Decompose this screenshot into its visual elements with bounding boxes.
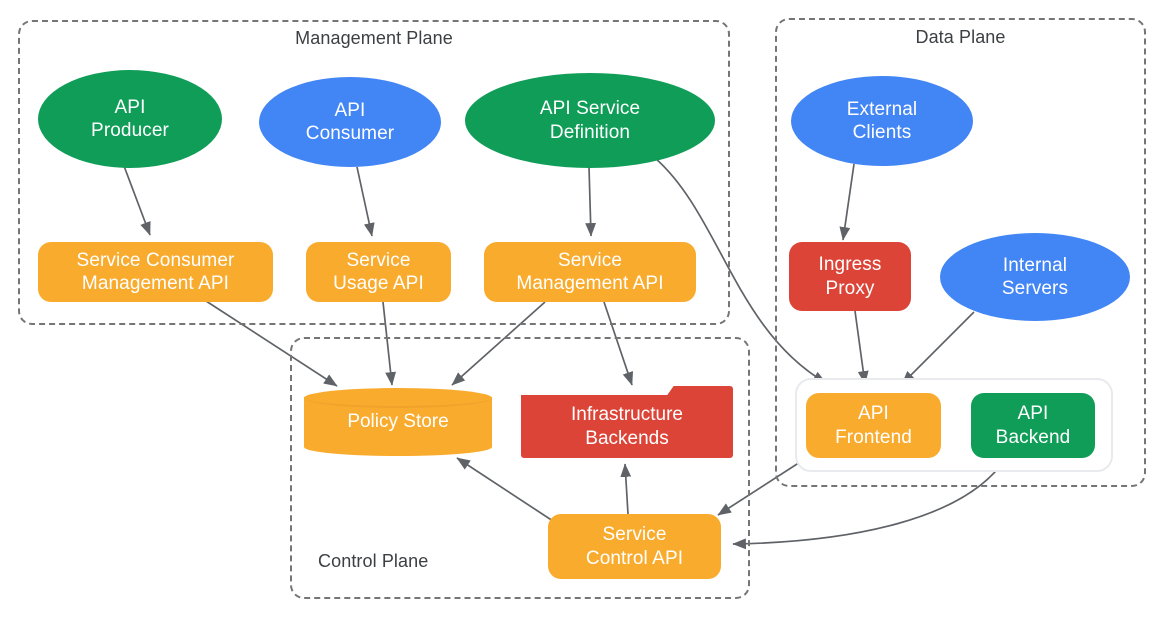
policy-store-cylinder-bottom xyxy=(304,438,492,456)
node-internal-servers-label: Internal Servers xyxy=(1001,254,1069,299)
infrastructure-backends-folder-shape xyxy=(521,386,733,458)
node-service-usage-api-label: Service Usage API xyxy=(333,249,424,294)
node-api-producer-label: API Producer xyxy=(91,96,169,141)
node-api-producer[interactable]: API Producer xyxy=(38,70,222,168)
node-policy-store-label: Policy Store xyxy=(347,411,449,432)
node-service-control-api-label: Service Control API xyxy=(585,524,684,569)
policy-store-cylinder-top xyxy=(304,388,492,408)
node-service-management-api-label: Service Management API xyxy=(516,249,664,294)
node-api-consumer[interactable]: API Consumer xyxy=(259,77,441,167)
node-api-consumer-label: API Consumer xyxy=(305,99,395,144)
node-service-usage-api[interactable]: Service Usage API xyxy=(306,242,451,302)
node-ingress-proxy[interactable]: Ingress Proxy xyxy=(789,242,911,311)
node-ingress-proxy-label: Ingress Proxy xyxy=(818,254,882,299)
node-external-clients-label: External Clients xyxy=(846,98,918,143)
plane-title-management-plane: Management Plane xyxy=(295,28,453,48)
node-external-clients[interactable]: External Clients xyxy=(791,76,973,166)
node-api-service-definition-label: API Service Definition xyxy=(539,98,641,143)
plane-title-control-plane: Control Plane xyxy=(318,551,429,571)
node-policy-store[interactable]: Policy Store xyxy=(304,388,492,456)
node-api-backend[interactable]: API Backend xyxy=(971,393,1095,458)
node-api-service-definition[interactable]: API Service Definition xyxy=(465,73,715,168)
node-api-frontend[interactable]: API Frontend xyxy=(806,393,941,458)
plane-title-data-plane: Data Plane xyxy=(915,27,1006,47)
node-infrastructure-backends[interactable]: Infrastructure Backends xyxy=(521,386,733,458)
plane-data-plane xyxy=(775,18,1146,487)
node-service-control-api[interactable]: Service Control API xyxy=(548,514,721,579)
plane-management-plane xyxy=(18,20,730,325)
node-api-backend-label: API Backend xyxy=(995,403,1071,448)
node-service-consumer-management-api[interactable]: Service Consumer Management API xyxy=(38,242,273,302)
plane-control-plane xyxy=(290,337,750,599)
node-service-management-api[interactable]: Service Management API xyxy=(484,242,696,302)
node-internal-servers[interactable]: Internal Servers xyxy=(940,233,1130,321)
node-infrastructure-backends-label: Infrastructure Backends xyxy=(571,404,683,449)
node-service-consumer-management-api-label: Service Consumer Management API xyxy=(76,249,235,294)
node-api-frontend-label: API Frontend xyxy=(835,403,912,448)
